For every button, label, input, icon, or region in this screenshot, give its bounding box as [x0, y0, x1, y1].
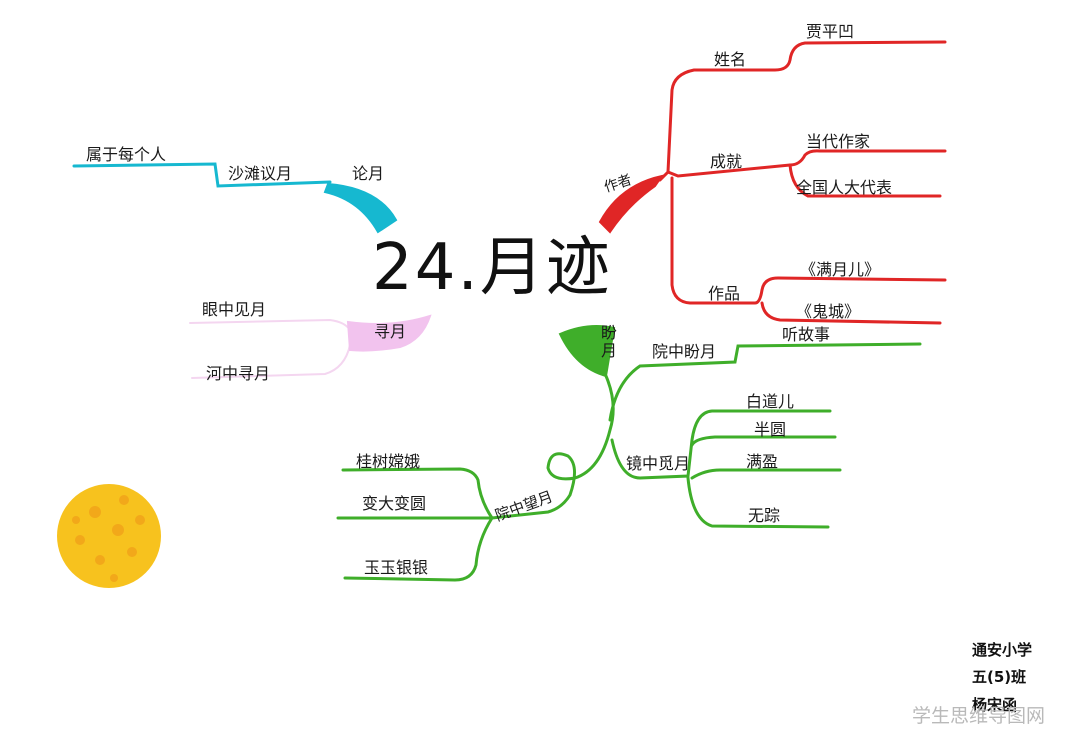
branch-discuss-label: 论月	[352, 164, 385, 183]
moon-drawing	[57, 484, 161, 588]
find-leaf-eye: 眼中见月	[202, 300, 267, 319]
author-works-leaf-1: 《满月儿》	[800, 260, 881, 279]
author-branch-lines	[598, 40, 947, 325]
author-achievement-leaf-2: 全国人大代表	[796, 178, 893, 197]
discuss-branch-lines	[72, 162, 398, 234]
author-achievement-leaf-1: 当代作家	[806, 132, 871, 151]
discuss-beach-leaf: 属于每个人	[86, 145, 167, 164]
find-wedge	[346, 314, 432, 352]
yard-leaf-2: 变大变圆	[362, 494, 427, 513]
yard-leaf-3: 玉玉银银	[364, 558, 429, 577]
yard-leaf-1: 桂树嫦娥	[356, 452, 421, 471]
author-name-label: 姓名	[714, 50, 747, 69]
watermark: 学生思维导图网	[912, 705, 1046, 727]
branch-seek-label: 盼月	[600, 323, 617, 360]
signature-school: 通安小学	[972, 641, 1033, 659]
seek-mirror-leaf-2: 半圆	[754, 420, 787, 439]
branch-find-label: 寻月	[374, 322, 407, 341]
discuss-beach-label: 沙滩议月	[228, 164, 293, 183]
seek-mirror-leaf-3: 满盈	[746, 452, 779, 471]
seek-mirror-label: 镜中觅月	[626, 454, 691, 473]
signature-class: 五(5)班	[972, 668, 1027, 686]
seek-yard-leaf: 听故事	[782, 325, 831, 344]
seek-mirror-leaf-1: 白道儿	[746, 392, 795, 411]
author-achievement-label: 成就	[710, 152, 743, 171]
author-name-leaf: 贾平凹	[806, 22, 855, 41]
author-works-label: 作品	[708, 284, 741, 303]
signature-name: 杨宋函	[972, 696, 1018, 714]
find-branch-lines	[189, 314, 432, 379]
author-works-leaf-2: 《鬼城》	[796, 302, 861, 321]
find-leaf-river: 河中寻月	[206, 364, 271, 383]
yard-branch-lines	[336, 467, 494, 582]
central-title: 24.月迹	[372, 231, 612, 305]
discuss-wedge	[323, 182, 398, 234]
seek-yard-label: 院中盼月	[652, 342, 717, 361]
seek-branch-lines	[490, 325, 922, 529]
seek-mirror-leaf-4: 无踪	[748, 506, 781, 525]
author-wedge	[598, 174, 665, 234]
